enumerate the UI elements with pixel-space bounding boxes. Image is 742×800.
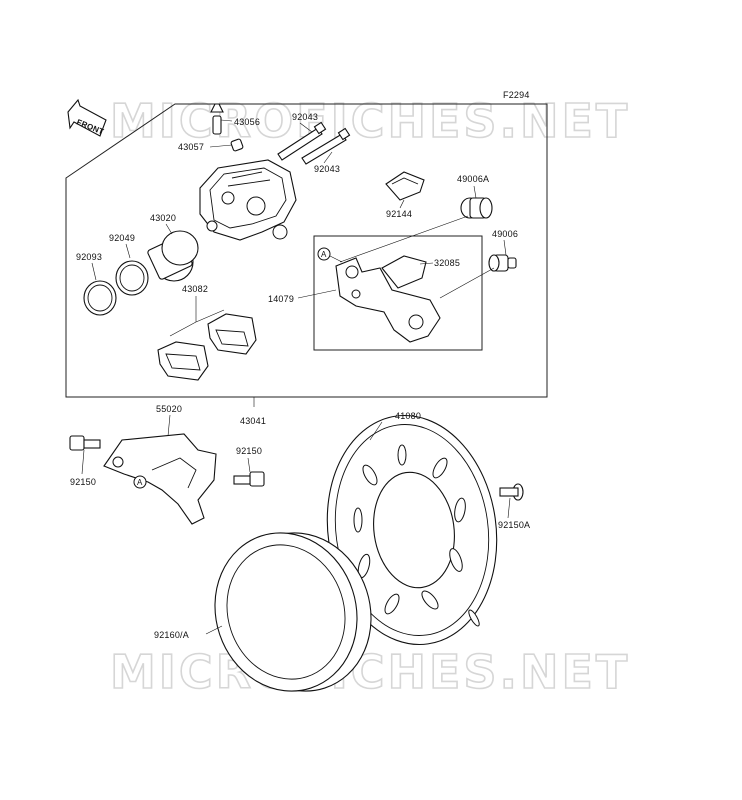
pad-clip-32085 — [381, 255, 427, 289]
svg-text:A: A — [321, 250, 327, 259]
bleeder-valve — [210, 103, 233, 135]
label-43020: 43020 — [150, 213, 176, 223]
caliper-body — [199, 159, 297, 241]
svg-text:A: A — [137, 478, 143, 487]
label-92043-bottom: 92043 — [314, 164, 340, 174]
brake-disc — [326, 414, 498, 646]
label-92093: 92093 — [76, 252, 102, 262]
pad-spring — [385, 171, 425, 201]
label-92150A: 92150A — [498, 520, 530, 530]
label-43082: 43082 — [182, 284, 208, 294]
label-92150-left: 92150 — [70, 477, 96, 487]
bolt-92150-left — [69, 435, 101, 451]
label-92144: 92144 — [386, 209, 412, 219]
label-49006: 49006 — [492, 229, 518, 239]
front-arrow-icon: FRONT — [67, 98, 107, 137]
label-43056: 43056 — [234, 117, 260, 127]
diagram-code: F2294 — [503, 90, 530, 100]
ref-circle-a-upper: A — [317, 247, 331, 261]
label-49006A: 49006A — [457, 174, 489, 184]
label-41080: 41080 — [395, 411, 421, 421]
bolt-92150-right — [233, 471, 265, 487]
label-43057: 43057 — [178, 142, 204, 152]
slide-pin-upper — [277, 121, 327, 161]
watermark-bottom: MICROFICHES.NET — [110, 645, 630, 699]
label-55020: 55020 — [156, 404, 182, 414]
disc-screw-92150A — [499, 483, 524, 501]
brake-pad-right — [207, 313, 257, 355]
label-92160A: 92160/A — [154, 630, 189, 640]
label-14079: 14079 — [268, 294, 294, 304]
label-32085: 32085 — [434, 258, 460, 268]
piston — [147, 230, 199, 282]
caliper-guard — [103, 433, 217, 525]
caliper-assembly-frame — [65, 103, 548, 398]
boot-49006A — [460, 197, 493, 219]
ref-circle-a-lower: A — [133, 475, 147, 489]
brake-pad-left — [157, 341, 209, 381]
caliper-bracket — [335, 257, 441, 343]
label-92049: 92049 — [109, 233, 135, 243]
bleeder-cap — [209, 138, 244, 152]
slide-pin-lower — [301, 127, 351, 165]
brake-drum-band — [214, 532, 372, 692]
piston-seal — [115, 260, 149, 296]
label-92043-top: 92043 — [292, 112, 318, 122]
label-43041: 43041 — [240, 416, 266, 426]
watermark-top: MICROFICHES.NET — [110, 94, 630, 148]
bracket-subframe — [313, 235, 483, 351]
dust-seal — [83, 280, 117, 316]
label-92150-right: 92150 — [236, 446, 262, 456]
boot-49006 — [488, 254, 517, 272]
